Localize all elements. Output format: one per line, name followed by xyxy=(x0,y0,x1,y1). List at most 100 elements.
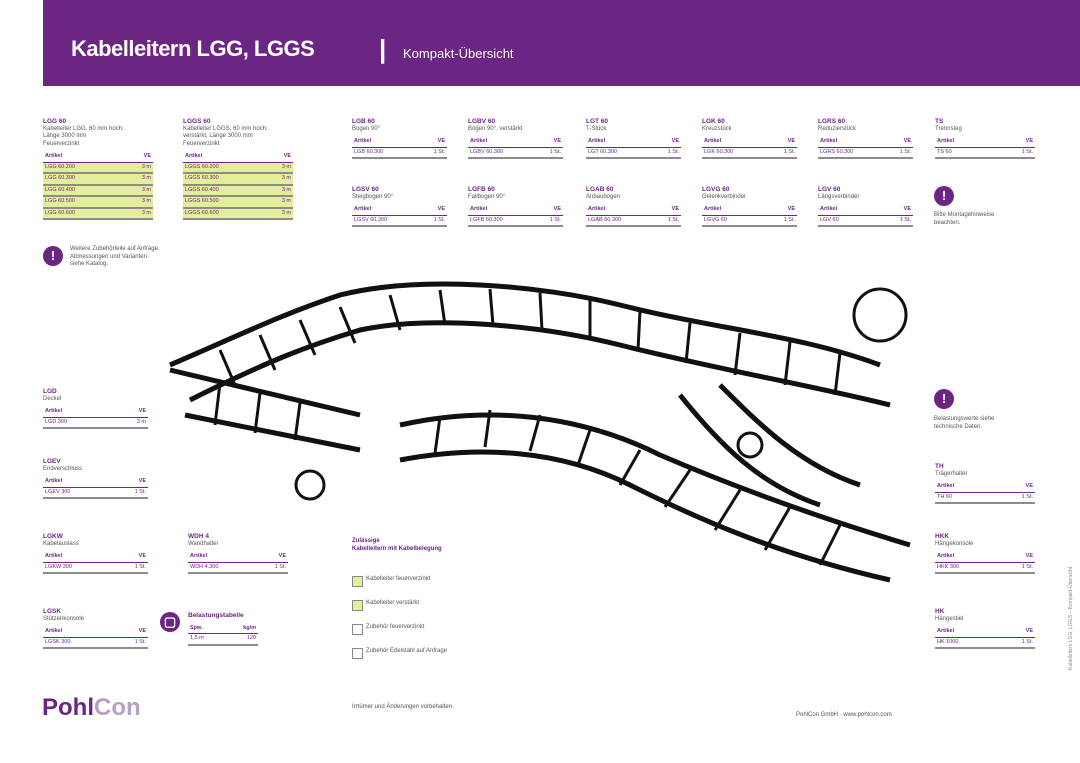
table-cell: 3 m xyxy=(122,207,153,220)
table-cell: LGBV 60.300 xyxy=(468,147,536,159)
product-code: WDH 4 xyxy=(188,533,209,540)
info-icon: ! xyxy=(934,186,954,206)
column-header: Artikel xyxy=(43,477,113,488)
product-code: LGK 60 xyxy=(702,118,725,125)
header-banner: Kabelleitern LGG, LGGS | Kompakt-Übersic… xyxy=(43,0,1080,86)
column-header: Artikel xyxy=(43,627,113,638)
column-header: VE xyxy=(113,552,148,563)
table-cell: 1 St. xyxy=(113,562,148,574)
product-code: TS xyxy=(935,118,944,125)
product-description: Längsverbinder xyxy=(818,193,860,200)
column-header: VE xyxy=(874,205,913,216)
table-cell: 3 m xyxy=(122,173,153,186)
product-description: verstärkt, Länge 3000 mm xyxy=(183,133,253,139)
table-cell: LGG 60.500 xyxy=(43,196,123,209)
column-header: VE xyxy=(264,152,293,163)
product-description: Länge 3000 mm xyxy=(43,133,87,139)
table-cell: 1 St. xyxy=(535,215,563,227)
table-cell: LGVG 60 xyxy=(702,215,763,227)
table-cell: LGRS 60.300 xyxy=(818,147,886,159)
table-cell: LGV 60 xyxy=(818,215,875,227)
column-header: Artikel xyxy=(702,137,768,148)
column-header: VE xyxy=(997,627,1035,638)
column-header: VE xyxy=(992,137,1035,148)
table-cell: 1 St. xyxy=(112,487,148,499)
column-header: Artikel xyxy=(188,552,256,563)
legend-title: Zulässige Kabelleitern mit Kabelbelegung xyxy=(352,538,442,552)
product-description: Endverschluss xyxy=(43,465,83,472)
table-icon: ▢ xyxy=(160,612,180,632)
table-cell: 3 m xyxy=(264,207,293,220)
page-subtitle: Kompakt-Übersicht xyxy=(403,46,514,61)
product-code: LGG 60 xyxy=(43,118,67,125)
table-cell: LGEV 300 xyxy=(43,487,113,499)
table-cell: LGGS 60.400 xyxy=(183,184,265,197)
note-text: Bitte Montagehinweise beachten. xyxy=(934,212,995,226)
table-cell: LGG 60.400 xyxy=(43,184,123,197)
product-description: Bogen 90° xyxy=(352,125,381,132)
table-cell: 3 m xyxy=(112,417,148,429)
column-header: Artikel xyxy=(818,137,886,148)
table-cell: LGSK 300 xyxy=(43,637,113,649)
product-code: LGD xyxy=(43,388,57,395)
info-icon: ! xyxy=(43,246,63,266)
column-header: Artikel xyxy=(818,205,875,216)
product-description: Reduzierstück xyxy=(818,125,857,132)
table-cell: LGG 60.300 xyxy=(43,173,123,186)
table-cell: LGB 60.300 xyxy=(352,147,418,159)
table-cell: 1 St. xyxy=(997,637,1035,649)
table-cell: 1 St. xyxy=(762,215,797,227)
table-cell: 1 St. xyxy=(417,147,447,159)
table-cell: 1 St. xyxy=(419,215,447,227)
table-cell: LGG 60.200 xyxy=(43,162,123,174)
title-separator: | xyxy=(379,34,387,64)
product-description: Wandhalter xyxy=(188,540,219,547)
product-code: LGGS 60 xyxy=(183,118,211,125)
column-header: Artikel xyxy=(586,137,651,148)
table-cell: 1 St. xyxy=(997,562,1035,574)
product-code: HK xyxy=(935,608,945,615)
page-title: Kabelleitern LGG, LGGS xyxy=(71,36,315,61)
table-cell: LGK 60.300 xyxy=(702,147,768,159)
table-cell: 3 m xyxy=(264,162,293,174)
product-code: TH xyxy=(935,463,944,470)
column-header: VE xyxy=(112,627,148,638)
footer-contact: PohlCon GmbH · www.pohlcon.com xyxy=(796,712,892,718)
product-code: LGSV 60 xyxy=(352,186,379,193)
product-description: Kabelleiter LGGS, 60 mm hoch, xyxy=(183,125,268,132)
product-description: Trennsteg xyxy=(935,125,962,132)
product-code: LGAB 60 xyxy=(586,186,614,193)
column-header: Artikel xyxy=(183,152,265,163)
info-icon: ! xyxy=(934,389,954,409)
